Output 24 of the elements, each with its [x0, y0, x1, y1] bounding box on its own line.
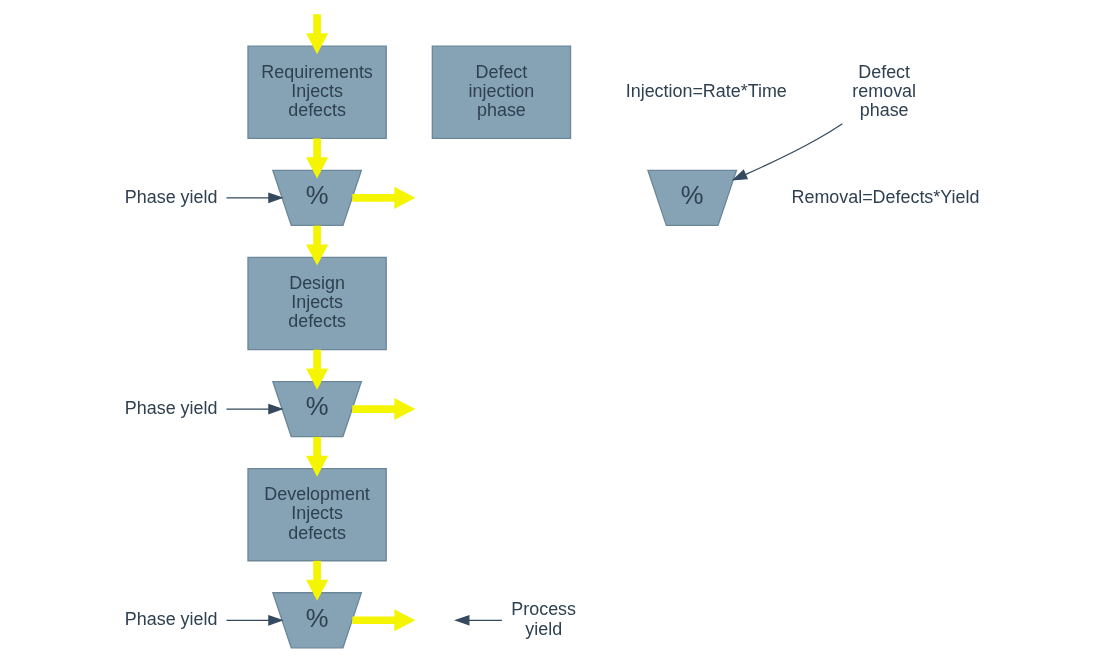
arrow — [731, 123, 843, 181]
arrow — [305, 436, 328, 477]
node-label: Injection=Rate*Time — [625, 80, 787, 101]
arrow — [305, 225, 328, 266]
node-box: Design Injects defects — [246, 256, 387, 351]
node-box: Defect injection phase — [431, 45, 571, 139]
node-box: Development Injects defects — [246, 467, 387, 562]
arrow — [351, 186, 415, 209]
arrow — [305, 349, 328, 390]
node-box: Requirements Injects defects — [246, 45, 387, 139]
arrow — [351, 609, 415, 632]
node-label: Removal=Defects*Yield — [791, 186, 979, 207]
arrow — [351, 398, 415, 421]
node-text: Phase yield — [124, 397, 217, 418]
node-text: Process yield — [510, 599, 576, 639]
node-text: Phase yield — [124, 186, 217, 207]
node-text: Phase yield — [124, 609, 217, 629]
arrow — [305, 560, 328, 601]
arrow — [225, 192, 284, 204]
arrow — [225, 403, 284, 415]
arrow — [225, 614, 284, 626]
arrow — [305, 138, 328, 179]
node-text: Defect removal phase — [851, 61, 916, 121]
arrow — [453, 614, 503, 626]
